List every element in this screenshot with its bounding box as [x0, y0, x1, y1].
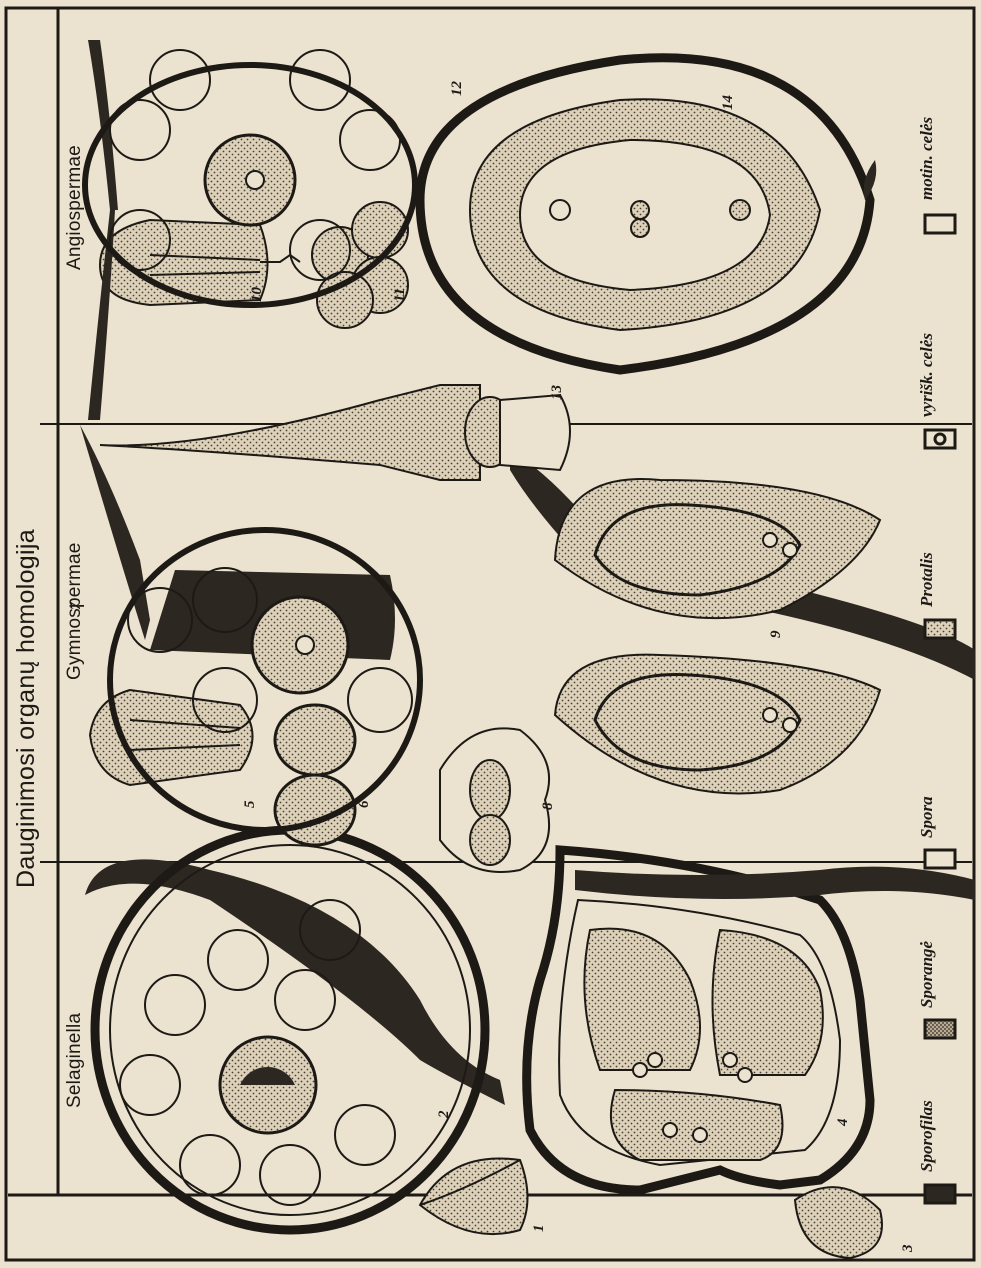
figure-4-megasporangium — [527, 850, 975, 1190]
figure-number: 3 — [900, 1245, 917, 1253]
legend-label-sporofilas: Sporofilas — [917, 1100, 937, 1172]
figure-number: 8 — [540, 803, 557, 811]
figure-number: 5 — [242, 801, 259, 809]
figure-number: 4 — [835, 1119, 852, 1127]
figure-number: 11 — [392, 288, 409, 302]
group-label-angiospermae: Angiospermae — [64, 145, 86, 270]
figure-number: 1 — [531, 1225, 548, 1233]
figure-1-sporangium — [420, 1158, 528, 1234]
figure-number: 10 — [249, 287, 266, 302]
plate-title: Dauginimosi organų homologija — [12, 529, 41, 888]
legend-label-sporange: Sporangė — [917, 941, 937, 1008]
legend-label-spora: Spora — [917, 796, 937, 838]
legend-label-motin-celes: motin. celės — [917, 117, 937, 200]
figure-2-sporophyll — [85, 830, 505, 1230]
legend-label-protalis: Protalis — [917, 552, 937, 607]
figure-number: 2 — [436, 1111, 453, 1119]
figure-10-anther — [100, 220, 300, 305]
group-label-gymnospermae: Gymnospermae — [64, 542, 86, 680]
figure-13-pistil — [100, 385, 570, 480]
figure-8-seed-scale — [440, 728, 549, 872]
legend-label-vyrisk-celes: vyrišk. celės — [917, 333, 937, 417]
group-label-selaginella: Selaginella — [64, 1013, 86, 1108]
figure-14-ovule-section — [420, 58, 876, 370]
figure-number: 14 — [720, 95, 737, 110]
figure-number: 12 — [449, 81, 466, 96]
figure-3-sporangium — [795, 1187, 882, 1258]
figure-number: 6 — [356, 801, 373, 809]
figure-number: 9 — [768, 631, 785, 639]
figure-number: 13 — [549, 385, 566, 400]
figure-number: 7 — [68, 603, 85, 611]
figure-9-ovule-pair — [510, 450, 975, 793]
